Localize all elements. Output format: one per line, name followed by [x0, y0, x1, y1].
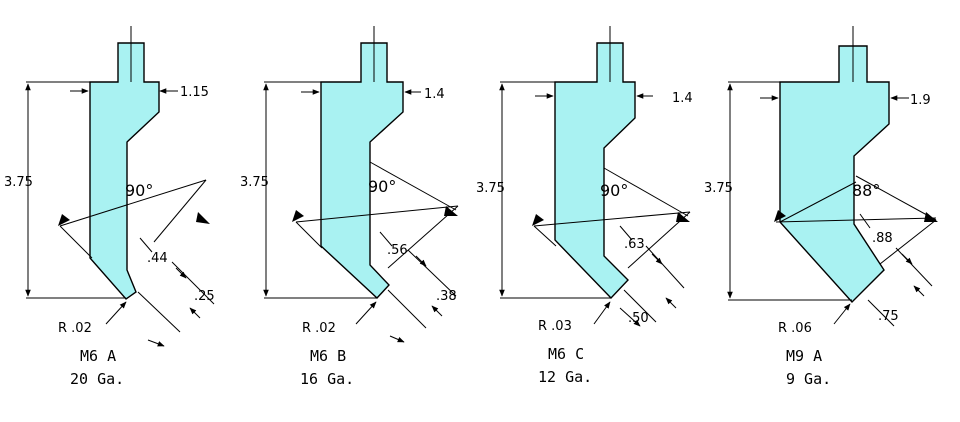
radius-value: R .02: [58, 321, 92, 336]
tool-m9a: 3.75 1.9 88° .88 .75 R .06 M9 A 9 Ga.: [704, 26, 938, 388]
angle-arrowhead: [924, 212, 938, 222]
angle-arrowhead: [292, 210, 304, 222]
tip-leader: [147, 339, 165, 347]
angle-reference-line: [855, 175, 937, 221]
angle-value: 90°: [600, 181, 628, 200]
tip-width-arrow: [901, 253, 913, 265]
radius-value: R .06: [778, 321, 812, 336]
height-value: 3.75: [476, 181, 505, 196]
angle-reference-line: [59, 179, 207, 227]
angle-reference-line: [779, 181, 857, 223]
angle-reference-line: [59, 225, 93, 259]
tip-extension-line: [171, 261, 215, 305]
tip-extension-line: [387, 289, 427, 329]
shank-value: 1.15: [180, 85, 209, 100]
tip-depth-value: .44: [147, 251, 168, 266]
tip-width-arrow: [913, 285, 925, 297]
tool-m6b: 3.75 1.4 90° .56 .38 R .02 M6 B 16 Ga.: [240, 26, 459, 388]
radius-value: R .03: [538, 319, 572, 334]
radius-leader: [833, 303, 851, 325]
tip-width-arrow: [175, 267, 187, 279]
height-value: 3.75: [4, 175, 33, 190]
model-label: M6 B: [310, 347, 346, 365]
shank-value: 1.4: [672, 91, 693, 106]
angle-reference-line: [533, 211, 691, 227]
angle-reference-line: [603, 167, 689, 217]
tip-width-value: .50: [628, 311, 649, 326]
tip-width-value: .38: [436, 289, 457, 304]
angle-reference-line: [879, 219, 937, 265]
angle-value: 88°: [852, 181, 880, 200]
tip-extension-line: [623, 289, 657, 323]
tip-depth-line: [379, 231, 393, 247]
tool-profile: [779, 45, 890, 304]
tip-extension-line: [895, 247, 933, 287]
tip-depth-value: .88: [872, 231, 893, 246]
angle-value: 90°: [125, 181, 153, 200]
tip-leader: [389, 335, 405, 343]
height-value: 3.75: [704, 181, 733, 196]
radius-leader: [355, 301, 377, 325]
gauge-label: 20 Ga.: [70, 370, 124, 388]
tool-m6a: 3.75 1.15 90° .44 .25 R .02 M6 A 20 Ga.: [4, 26, 215, 388]
gauge-label: 9 Ga.: [786, 370, 831, 388]
tip-depth-line: [859, 213, 871, 229]
shank-value: 1.9: [910, 93, 931, 108]
tool-profile: [554, 42, 636, 300]
tip-width-value: .25: [194, 289, 215, 304]
angle-arrowhead: [532, 214, 544, 226]
tip-extension-line: [645, 245, 685, 289]
angle-value: 90°: [368, 177, 396, 196]
tip-width-arrow: [431, 305, 443, 317]
height-value: 3.75: [240, 175, 269, 190]
tool-m6c: 3.75 1.4 90° .63 .50 R .03 M6 C 12 Ga.: [476, 26, 693, 386]
tip-depth-line: [619, 225, 633, 241]
angle-reference-line: [387, 205, 459, 269]
tip-width-arrow: [651, 253, 663, 265]
angle-reference-line: [775, 217, 937, 223]
angle-arrowhead: [676, 212, 690, 222]
tip-width-arrow: [665, 297, 677, 309]
model-label: M6 A: [80, 347, 116, 365]
angle-arrowhead: [774, 210, 786, 222]
tip-width-value: .75: [878, 309, 899, 324]
angle-reference-line: [153, 179, 207, 243]
angle-arrowhead: [58, 214, 70, 226]
radius-value: R .02: [302, 321, 336, 336]
angle-reference-line: [369, 161, 457, 211]
tip-width-arrow: [415, 255, 427, 267]
shank-value: 1.4: [424, 87, 445, 102]
angle-reference-line: [295, 205, 459, 223]
tip-extension-line: [867, 299, 895, 327]
tip-width-arrow: [189, 307, 201, 319]
angle-arrowhead: [444, 206, 458, 216]
gauge-label: 12 Ga.: [538, 368, 592, 386]
tip-depth-value: .56: [387, 243, 408, 258]
angle-reference-line: [533, 225, 557, 247]
radius-leader: [105, 301, 127, 325]
tip-extension-line: [407, 249, 457, 297]
model-label: M6 C: [548, 345, 584, 363]
tool-profile: [320, 42, 404, 299]
angle-reference-line: [295, 221, 323, 249]
tip-depth-line: [139, 237, 153, 253]
angle-arrowhead: [196, 212, 210, 224]
tip-leader: [619, 307, 641, 327]
gauge-label: 16 Ga.: [300, 370, 354, 388]
tip-extension-line: [137, 291, 181, 333]
model-label: M9 A: [786, 347, 822, 365]
tip-depth-value: .63: [624, 237, 645, 252]
radius-leader: [593, 301, 611, 325]
